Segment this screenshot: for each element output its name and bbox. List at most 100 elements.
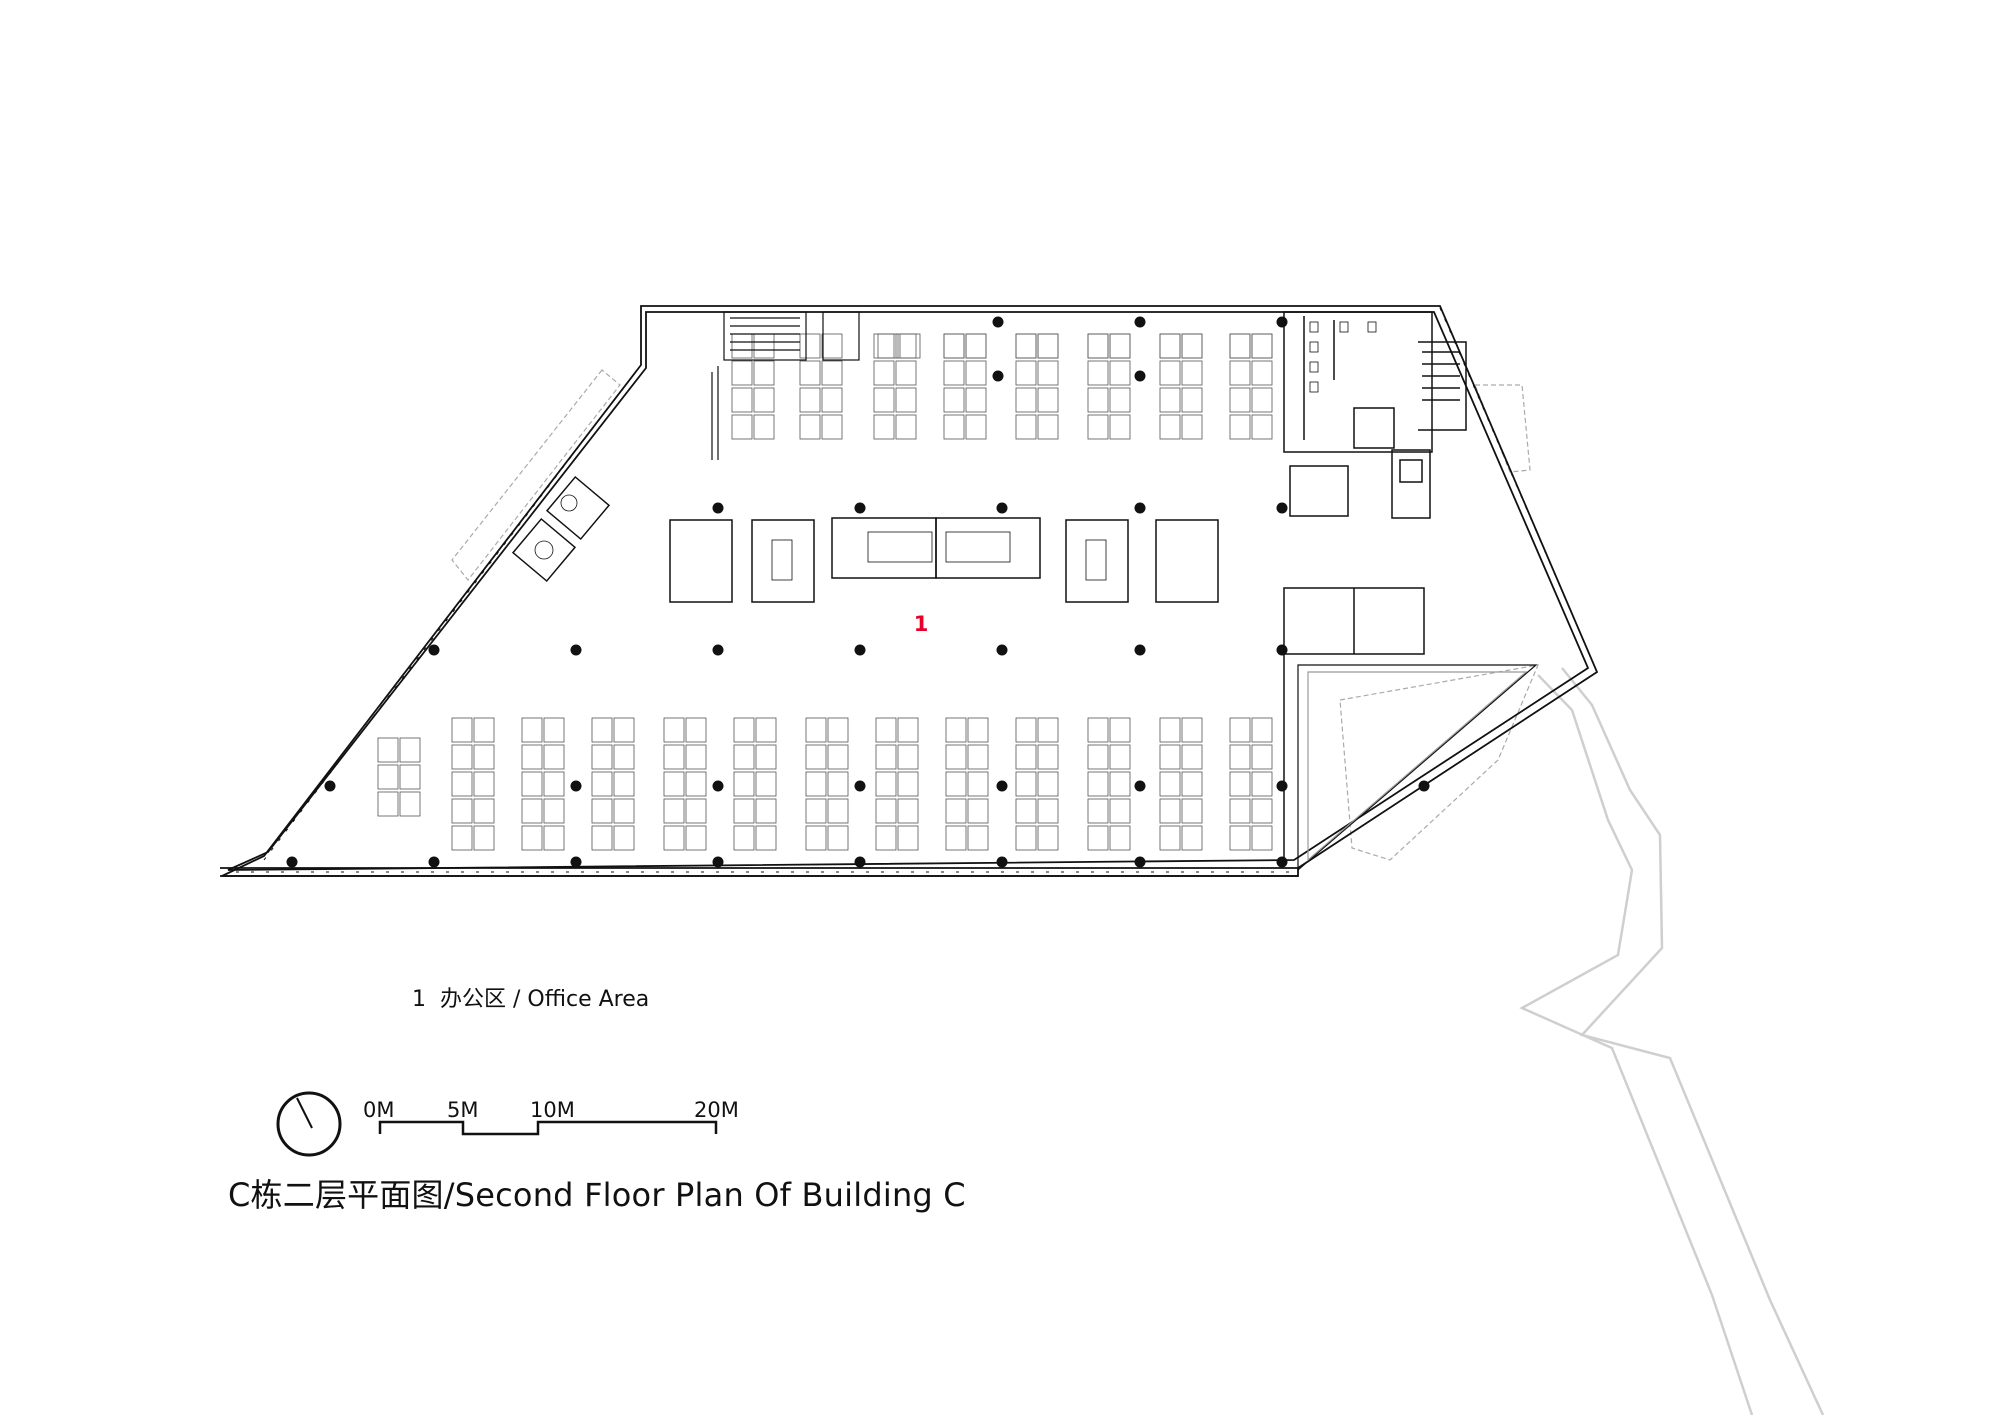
- desk: [473, 744, 495, 770]
- desk: [1109, 771, 1131, 797]
- desk: [685, 771, 707, 797]
- column: [854, 856, 866, 868]
- desk: [591, 825, 613, 851]
- desk: [1015, 414, 1037, 440]
- column: [1134, 370, 1146, 382]
- desk: [1181, 333, 1203, 359]
- desk: [1087, 333, 1109, 359]
- desk: [897, 771, 919, 797]
- desk: [799, 387, 821, 413]
- desk: [1251, 798, 1273, 824]
- desk: [1181, 414, 1203, 440]
- stair-core-west: [711, 311, 860, 460]
- desk-clusters: [377, 333, 1273, 851]
- column: [1134, 502, 1146, 514]
- desk: [755, 771, 777, 797]
- desk: [945, 717, 967, 743]
- desk: [399, 764, 421, 790]
- column: [712, 856, 724, 868]
- toilet-fixtures: [1309, 321, 1377, 393]
- legend-label: 办公区 / Office Area: [440, 987, 650, 1012]
- desk: [1087, 744, 1109, 770]
- column: [854, 644, 866, 656]
- desk: [663, 771, 685, 797]
- desk: [1015, 825, 1037, 851]
- desk: [1181, 387, 1203, 413]
- desk: [1251, 771, 1273, 797]
- desk: [945, 825, 967, 851]
- desk: [521, 798, 543, 824]
- desk: [1159, 744, 1181, 770]
- desk: [827, 825, 849, 851]
- building-envelope: [220, 305, 1599, 877]
- desk: [543, 825, 565, 851]
- desk: [1087, 360, 1109, 386]
- desk: [1181, 744, 1203, 770]
- legend-number: 1: [412, 987, 426, 1012]
- desk: [805, 771, 827, 797]
- column: [1276, 780, 1288, 792]
- desk: [967, 771, 989, 797]
- desk: [827, 717, 849, 743]
- desk: [1251, 333, 1273, 359]
- desk: [1109, 717, 1131, 743]
- desk: [663, 825, 685, 851]
- desk: [897, 825, 919, 851]
- desk: [733, 717, 755, 743]
- desk: [1181, 798, 1203, 824]
- desk: [1109, 798, 1131, 824]
- column: [712, 644, 724, 656]
- desk: [591, 717, 613, 743]
- desk: [967, 798, 989, 824]
- desk: [1015, 387, 1037, 413]
- desk: [1109, 744, 1131, 770]
- desk: [873, 387, 895, 413]
- column: [1276, 316, 1288, 328]
- desk: [943, 360, 965, 386]
- desk: [731, 360, 753, 386]
- desk: [873, 414, 895, 440]
- desk: [1087, 825, 1109, 851]
- desk: [451, 771, 473, 797]
- desk: [1229, 333, 1251, 359]
- desk: [451, 717, 473, 743]
- desk: [753, 387, 775, 413]
- column: [992, 316, 1004, 328]
- desk: [733, 744, 755, 770]
- desk: [895, 414, 917, 440]
- column: [996, 856, 1008, 868]
- column: [1134, 644, 1146, 656]
- desk: [805, 717, 827, 743]
- desk: [1109, 333, 1131, 359]
- desk: [1229, 387, 1251, 413]
- desk: [1181, 360, 1203, 386]
- desk: [895, 333, 917, 359]
- desk: [1015, 360, 1037, 386]
- desk: [1087, 414, 1109, 440]
- scale-bar: [378, 1120, 718, 1136]
- desk: [1251, 360, 1273, 386]
- desk: [1229, 744, 1251, 770]
- desk: [753, 333, 775, 359]
- desk: [943, 387, 965, 413]
- desk: [1087, 387, 1109, 413]
- desk: [755, 744, 777, 770]
- desk: [943, 333, 965, 359]
- desk: [965, 414, 987, 440]
- desk: [1229, 360, 1251, 386]
- desk: [967, 825, 989, 851]
- desk: [1109, 825, 1131, 851]
- desk: [1087, 771, 1109, 797]
- desk: [1159, 333, 1181, 359]
- desk: [733, 771, 755, 797]
- scale-mark-10: 10M: [530, 1098, 575, 1122]
- desk: [1015, 717, 1037, 743]
- desk: [821, 387, 843, 413]
- desk: [613, 744, 635, 770]
- desk: [1229, 333, 1251, 359]
- desk: [543, 798, 565, 824]
- desk: [1159, 825, 1181, 851]
- desk: [473, 825, 495, 851]
- desk: [1015, 333, 1037, 359]
- desk: [1181, 333, 1203, 359]
